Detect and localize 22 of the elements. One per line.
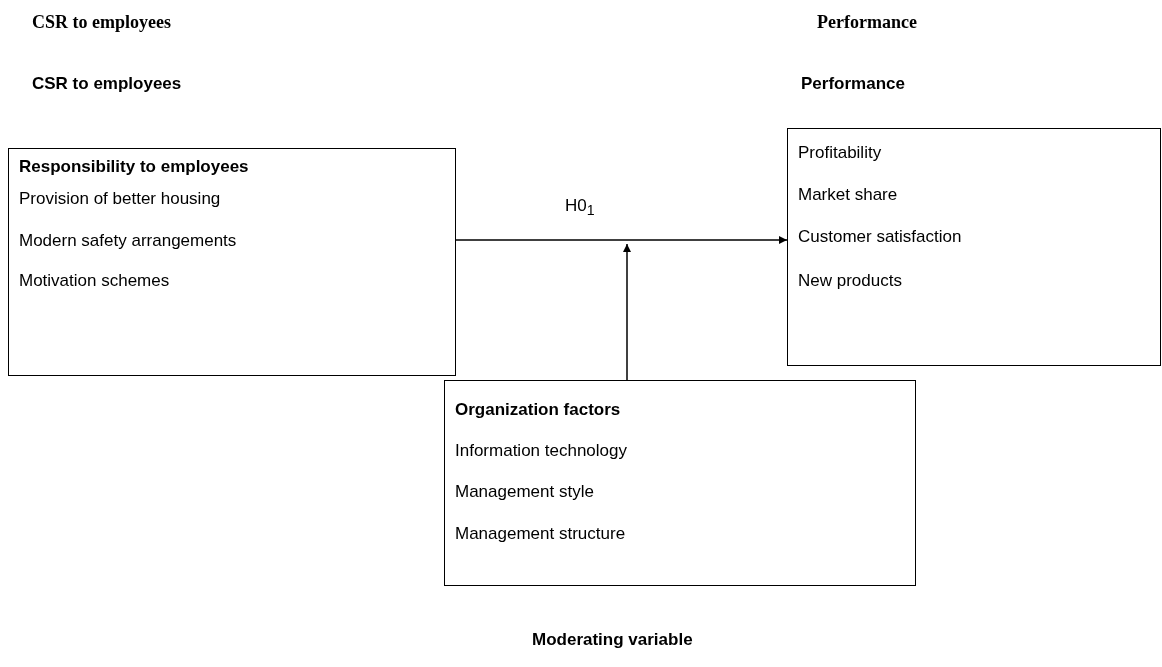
section-heading: CSR to employees	[32, 12, 171, 33]
list-item: Customer satisfaction	[798, 227, 962, 247]
list-item: Modern safety arrangements	[19, 231, 237, 251]
list-item: New products	[798, 271, 902, 291]
arrow	[623, 243, 631, 381]
section-heading: Performance	[801, 74, 905, 94]
section-heading: CSR to employees	[32, 74, 182, 94]
list-item: Profitability	[798, 143, 882, 163]
list-item: Information technology	[455, 441, 627, 461]
list-item: Motivation schemes	[19, 271, 170, 291]
list-item: Management structure	[455, 524, 626, 544]
box-heading: Responsibility to employees	[19, 157, 249, 177]
arrow	[455, 236, 788, 244]
list-item: Management style	[455, 482, 594, 502]
box-heading: Organization factors	[455, 400, 621, 420]
section-heading: Performance	[817, 12, 917, 33]
text-box	[787, 128, 1161, 366]
list-item: Market share	[798, 185, 898, 205]
text-box	[8, 148, 456, 376]
section-heading: Moderating variable	[532, 630, 693, 650]
list-item: Provision of better housing	[19, 189, 221, 209]
text-box	[444, 380, 916, 586]
